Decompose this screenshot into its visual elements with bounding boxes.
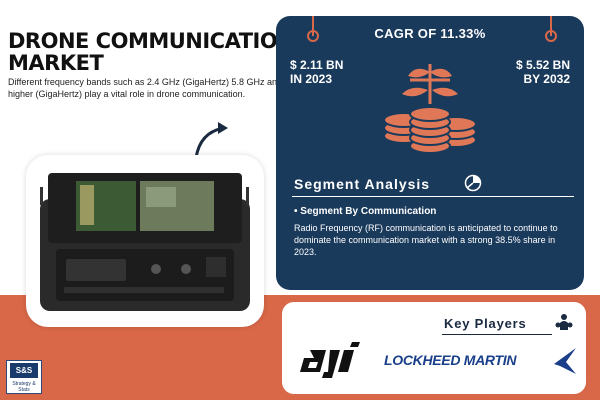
title-line-2: MARKET <box>8 51 104 75</box>
lockheed-martin-text: LOCKHEED MARTIN <box>384 352 517 368</box>
end-value-amount: $ 5.52 BN <box>515 58 570 72</box>
start-value-year: IN 2023 <box>290 72 333 86</box>
key-players-icon <box>555 314 573 330</box>
ground-control-station-image <box>40 173 250 311</box>
coin-stack-icon <box>383 64 477 154</box>
rope-ring-right <box>545 30 557 42</box>
segment-underline <box>292 196 574 197</box>
hanging-rope-left <box>312 16 314 36</box>
sprout-icon <box>402 64 458 104</box>
logo-initials: S&S <box>10 363 38 378</box>
lockheed-martin-logo: LOCKHEED MARTIN <box>384 346 580 380</box>
page-title: DRONE COMMUNICATION MARKET <box>8 30 298 74</box>
start-value-amount: $ 2.11 BN <box>290 58 344 72</box>
segment-pie-icon <box>464 174 482 192</box>
end-value: $ 5.52 BN BY 2032 <box>516 58 570 86</box>
segment-bullet: • Segment By Communication <box>294 206 437 217</box>
title-line-1: DRONE COMMUNICATION <box>8 29 295 53</box>
segment-description: Radio Frequency (RF) communication is an… <box>294 223 558 257</box>
lockheed-star-icon <box>554 348 576 374</box>
segment-analysis-title: Segment Analysis <box>294 176 431 192</box>
start-value: $ 2.11 BN IN 2023 <box>290 58 343 86</box>
cagr-label: CAGR OF 11.33% <box>374 26 486 41</box>
company-logo: S&S Strategy & Stats <box>6 360 42 394</box>
end-value-year: BY 2032 <box>523 72 570 86</box>
key-players-panel: Key Players dji LOCKHEED MARTIN <box>282 302 586 394</box>
logo-tagline: Strategy & Stats <box>12 381 36 393</box>
key-players-underline <box>442 334 552 335</box>
market-stats-panel: CAGR OF 11.33% $ 2.11 BN IN 2023 $ 5.52 … <box>276 16 584 290</box>
subtitle: Different frequency bands such as 2.4 GH… <box>8 77 282 99</box>
arrow-curve-icon <box>194 122 228 159</box>
hanging-rope-right <box>550 16 552 36</box>
key-players-title: Key Players <box>444 316 527 331</box>
dji-logo: dji <box>300 342 360 378</box>
product-image-card <box>26 155 264 327</box>
rope-ring-left <box>307 30 319 42</box>
